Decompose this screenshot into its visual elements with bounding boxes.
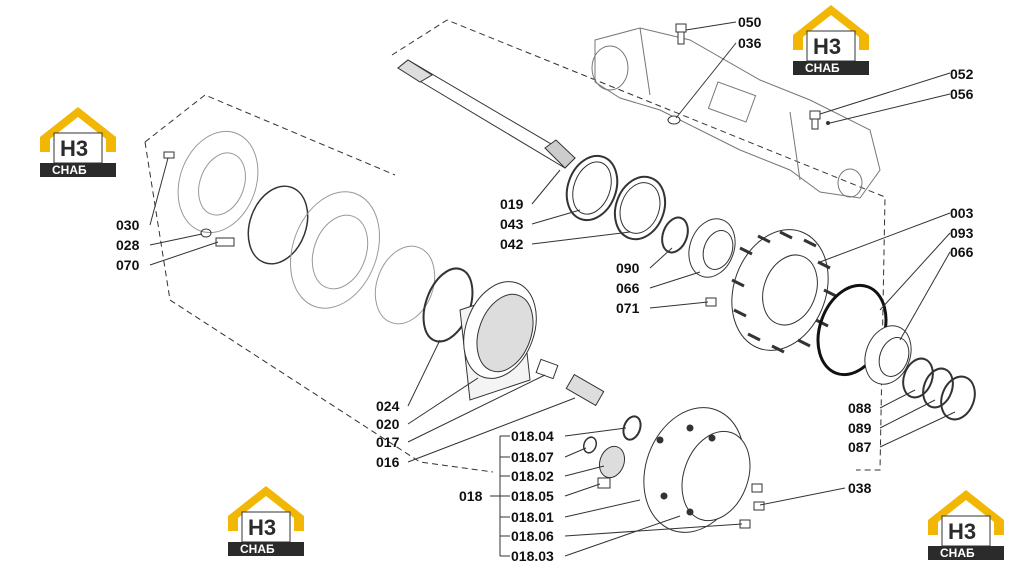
label-018: 018 <box>459 488 483 504</box>
label-030: 030 <box>116 217 140 233</box>
logo-top-right-name: CHAБ <box>805 61 840 75</box>
label-093: 093 <box>950 225 974 241</box>
label-070: 070 <box>116 257 140 273</box>
logo-bottom-left-name: CHAБ <box>240 542 275 556</box>
label-036: 036 <box>738 35 762 51</box>
logo-left-name: CHAБ <box>52 163 87 177</box>
leader-lines <box>149 21 956 557</box>
label-056: 056 <box>950 86 974 102</box>
breather-050 <box>675 23 687 45</box>
roller-018-02 <box>598 445 626 479</box>
bearing-066 <box>688 218 736 278</box>
label-066-right: 066 <box>950 244 974 260</box>
label-089: 089 <box>848 420 872 436</box>
ring-018-07 <box>582 436 598 454</box>
label-018-04: 018.04 <box>511 428 554 444</box>
washer-018-04 <box>622 415 642 441</box>
ring-043 <box>565 154 619 222</box>
logo-bottom-right-mark: H3 <box>948 519 976 544</box>
rings-088-089-087 <box>902 357 976 421</box>
sun-gear <box>374 245 436 325</box>
bearing-066-outer <box>864 325 912 385</box>
label-066-middle: 066 <box>616 280 640 296</box>
label-020: 020 <box>376 416 400 432</box>
snap-ring-090 <box>661 216 689 254</box>
label-050: 050 <box>738 14 762 30</box>
label-017: 017 <box>376 434 400 450</box>
label-019: 019 <box>500 196 524 212</box>
logo-top-right: H3 CHAБ <box>793 5 869 75</box>
label-024: 024 <box>376 398 400 414</box>
label-071: 071 <box>616 300 640 316</box>
plug-056 <box>826 121 830 125</box>
shaft-017 <box>535 358 559 380</box>
o-ring-left <box>247 185 309 265</box>
logo-bottom-left-mark: H3 <box>248 515 276 540</box>
label-087: 087 <box>848 439 872 455</box>
logo-bottom-right: H3 CHAБ <box>928 490 1004 560</box>
label-038: 038 <box>848 480 872 496</box>
spacer-018-05 <box>597 477 611 489</box>
label-090: 090 <box>616 260 640 276</box>
planet-carrier-flange <box>177 130 259 234</box>
label-052: 052 <box>950 66 974 82</box>
pin-016 <box>565 373 605 407</box>
label-088: 088 <box>848 400 872 416</box>
ring-042 <box>613 175 667 241</box>
part-labels: 050 036 052 056 003 093 066 030 028 070 … <box>116 14 974 564</box>
logo-top-right-mark: H3 <box>813 34 841 59</box>
axle-housing <box>591 27 881 199</box>
label-018-05: 018.05 <box>511 488 554 504</box>
label-018-06: 018.06 <box>511 528 554 544</box>
label-042: 042 <box>500 236 524 252</box>
bolts-038 <box>739 483 765 529</box>
plug-036 <box>667 115 681 125</box>
bolt-070 <box>215 237 235 247</box>
label-018-01: 018.01 <box>511 509 554 525</box>
pin-030 <box>163 151 175 159</box>
label-028: 028 <box>116 237 140 253</box>
logo-left: H3 CHAБ <box>40 107 116 177</box>
wheel-hub-003 <box>731 229 837 354</box>
logo-bottom-right-name: CHAБ <box>940 546 975 560</box>
label-018-03: 018.03 <box>511 548 554 564</box>
label-043: 043 <box>500 216 524 232</box>
washer-028 <box>200 228 212 238</box>
label-016: 016 <box>376 454 400 470</box>
ring-gear-020 <box>459 281 537 401</box>
label-003: 003 <box>950 205 974 221</box>
label-018-02: 018.02 <box>511 468 554 484</box>
breather-052 <box>809 110 821 130</box>
housing-flange <box>290 191 380 309</box>
assembly-outline <box>144 19 886 473</box>
logo-left-mark: H3 <box>60 136 88 161</box>
planet-carrier-018-01 <box>643 407 751 533</box>
label-018-07: 018.07 <box>511 449 554 465</box>
half-shaft-019 <box>397 59 576 169</box>
logo-bottom-left: H3 CHAБ <box>228 486 304 556</box>
